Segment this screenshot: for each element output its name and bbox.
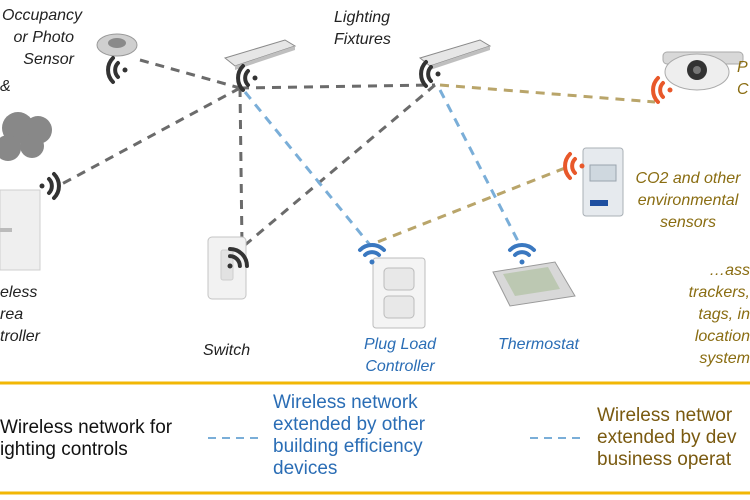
label-co2-sensors: CO2 and other environmental sensors xyxy=(635,170,741,231)
label-area-controller: eless rea troller xyxy=(0,284,41,345)
label-lighting-fixtures: Lighting Fixtures xyxy=(334,9,391,48)
wifi-icon-camera xyxy=(651,76,673,104)
link-sensor-fixture1 xyxy=(139,58,241,90)
label-camera: P C xyxy=(737,59,749,98)
co2-sensor-device xyxy=(582,147,624,217)
thermostat-device xyxy=(492,261,576,307)
link-fixture1-controller xyxy=(59,86,241,187)
wifi-icon-fixture-1 xyxy=(236,64,258,92)
smoke-cloud xyxy=(0,112,52,161)
wifi-icon-sensor xyxy=(106,56,128,84)
link-fixture2-switch xyxy=(244,83,436,247)
link-fixture2-thermostat xyxy=(438,89,522,246)
legend-business-operations: Wireless networ extended by dev business… xyxy=(597,405,737,470)
link-co2-plug xyxy=(369,166,566,247)
area-controller-device xyxy=(0,189,41,271)
camera-device xyxy=(662,51,744,91)
lighting-network-links xyxy=(59,58,436,247)
legend-lighting-controls: Wireless network for ighting controls xyxy=(0,417,173,460)
label-plug-load-controller: Plug Load Controller xyxy=(363,336,437,375)
legend-building-efficiency: Wireless network extended by other build… xyxy=(273,392,426,479)
link-fixture1-switch xyxy=(238,87,244,246)
wifi-icon-controller xyxy=(39,172,61,200)
wifi-icon-plug xyxy=(358,243,386,265)
wifi-icon-co2 xyxy=(563,152,585,180)
label-occupancy-sensor: Occupancy or Photo Sensor xyxy=(2,7,83,68)
label-thermostat: Thermostat xyxy=(498,336,579,353)
label-asset-trackers: …ass trackers, tags, in location system xyxy=(688,262,750,367)
efficiency-network-links xyxy=(243,89,522,246)
wifi-icon-thermostat xyxy=(508,243,536,265)
plug-load-controller-device xyxy=(372,257,426,329)
label-switch: Switch xyxy=(203,342,251,359)
business-network-links xyxy=(369,83,656,247)
wifi-icon-fixture-2 xyxy=(419,60,441,88)
link-fixture2-camera xyxy=(439,83,656,104)
label-ampersand: & xyxy=(0,78,11,95)
wifi-icon-switch xyxy=(227,247,249,269)
switch-device xyxy=(207,236,247,300)
lighting-fixture-1 xyxy=(223,39,297,70)
link-fixture1-plug xyxy=(243,91,372,246)
occupancy-sensor-device xyxy=(96,33,138,57)
link-fixture1-fixture2 xyxy=(239,83,436,90)
